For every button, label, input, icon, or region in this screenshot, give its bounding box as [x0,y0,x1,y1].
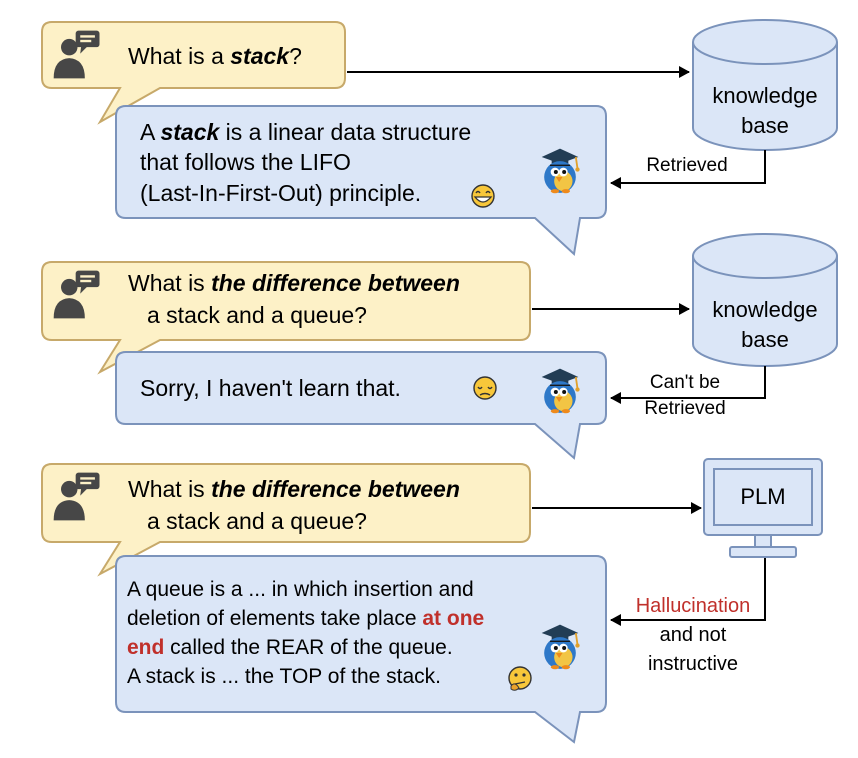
answer-bubble [115,351,607,460]
pensive-face-icon [473,376,497,400]
answer-bubble [115,555,607,744]
answer-line: end called the REAR of the queue. [127,636,453,659]
grinning-face-icon [471,184,495,208]
answer-line: A stack is a linear data structure [140,119,472,145]
monitor-icon [703,458,823,558]
retrieve-arrow [610,150,766,189]
retrieve-arrow [610,366,766,404]
edge-label: Retrieved [646,155,728,176]
question-text: a stack and a queue? [147,302,367,328]
question-text: What is the difference between [128,476,460,502]
answer-line: deletion of elements take place at one [127,607,485,630]
model-label: PLM [740,484,786,509]
answer-line: (Last-In-First-Out) principle. [140,180,422,206]
thinking-face-icon [508,666,532,691]
question-text: What is the difference between [128,270,460,296]
database-cylinder-icon [692,233,838,367]
question-text: What is a stack? [128,43,302,69]
answer-bubble [115,105,607,256]
question-text: a stack and a queue? [147,508,367,534]
answer-text: Sorry, I haven't learn that. [140,375,401,401]
answer-line: A queue is a ... in which insertion and [127,578,474,601]
answer-line: A stack is ... the TOP of the stack. [127,665,441,688]
database-cylinder-icon [692,19,838,151]
answer-line: that follows the LIFO [140,149,351,175]
generate-arrow [610,558,766,626]
